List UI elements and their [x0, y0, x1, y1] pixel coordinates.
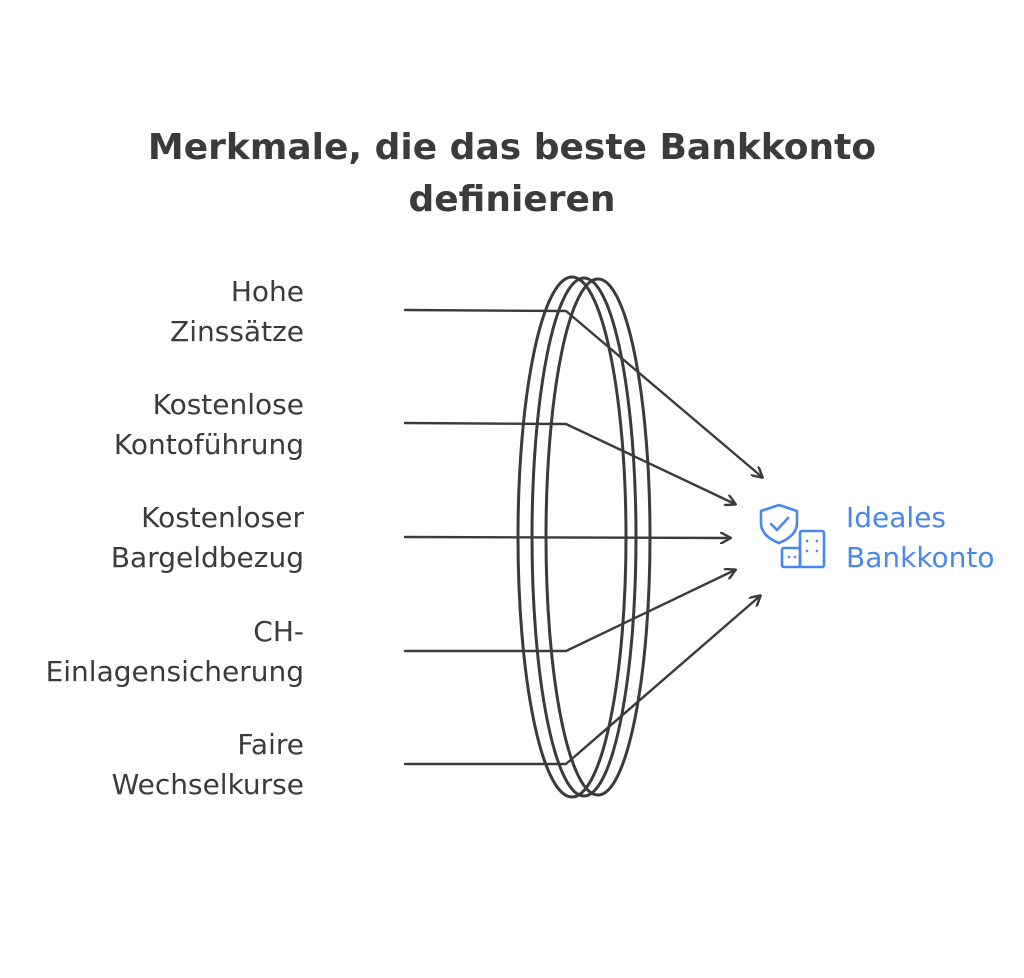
input-label-deposit-protection: CH- Einlagensicherung — [45, 615, 304, 688]
arrow-deposit-protection — [403, 570, 735, 653]
input-label-free-cash: Kostenloser Bargeldbezug — [110, 501, 304, 574]
output-label-ideal-account: Ideales Bankkonto — [846, 501, 995, 574]
arrow-interest — [403, 308, 762, 477]
input-label-free-account: Kostenlose Kontoführung — [113, 388, 304, 461]
title-line-1: Merkmale, die das beste Bankkonto — [147, 127, 877, 168]
arrow-free-cash — [403, 537, 730, 538]
input-label-interest: Hohe Zinssätze — [170, 275, 304, 348]
arrow-exchange-rates — [403, 596, 760, 766]
input-label-exchange-rates: Faire Wechselkurse — [111, 728, 304, 801]
diagram-title: Merkmale, die das beste Bankkonto defini… — [0, 122, 1024, 226]
title-line-2: definieren — [408, 179, 616, 220]
arrow-free-account — [403, 421, 735, 504]
bank-shield-icon — [759, 503, 826, 569]
